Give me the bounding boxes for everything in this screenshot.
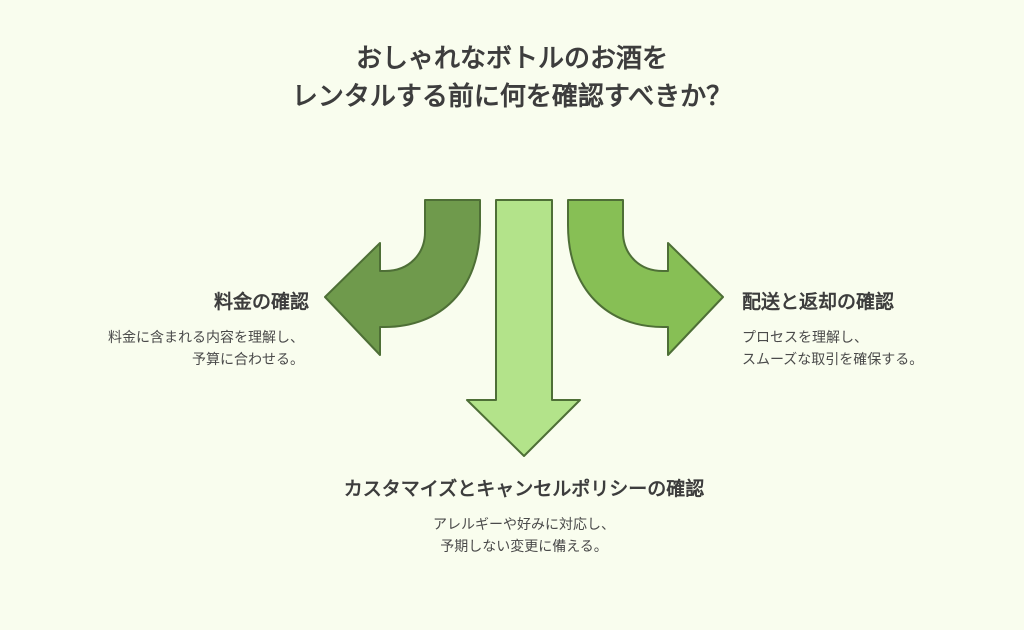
right-curved-arrow [567,199,724,356]
right-desc-line-2: スムーズな取引を確保する。 [742,352,924,368]
left-branch-heading: 料金の確認 [213,291,309,313]
diagram-title: おしゃれなボトルのお酒を レンタルする前に何を確認すべきか？ [0,40,1024,116]
bottom-desc-line-1: アレルギーや好みに対応し、 [433,517,615,533]
center-down-arrow [466,199,581,457]
right-desc-line-1: プロセスを理解し、 [742,330,868,346]
bottom-branch-heading: カスタマイズとキャンセルポリシーの確認 [343,478,705,500]
left-curved-arrow [324,199,481,356]
left-branch-description: 料金に含まれる内容を理解し、 予算に合わせる。 [108,327,304,371]
bottom-branch-description: アレルギーや好みに対応し、 予期しない変更に備える。 [0,514,1024,558]
left-desc-line-1: 料金に含まれる内容を理解し、 [108,330,304,346]
right-branch-heading: 配送と返却の確認 [742,291,895,313]
title-line-1: おしゃれなボトルのお酒を [355,44,668,74]
left-desc-line-2: 予算に合わせる。 [192,352,304,368]
bottom-desc-line-2: 予期しない変更に備える。 [440,539,608,555]
title-line-2: レンタルする前に何を確認すべきか？ [291,82,733,112]
right-branch-description: プロセスを理解し、 スムーズな取引を確保する。 [742,327,923,371]
